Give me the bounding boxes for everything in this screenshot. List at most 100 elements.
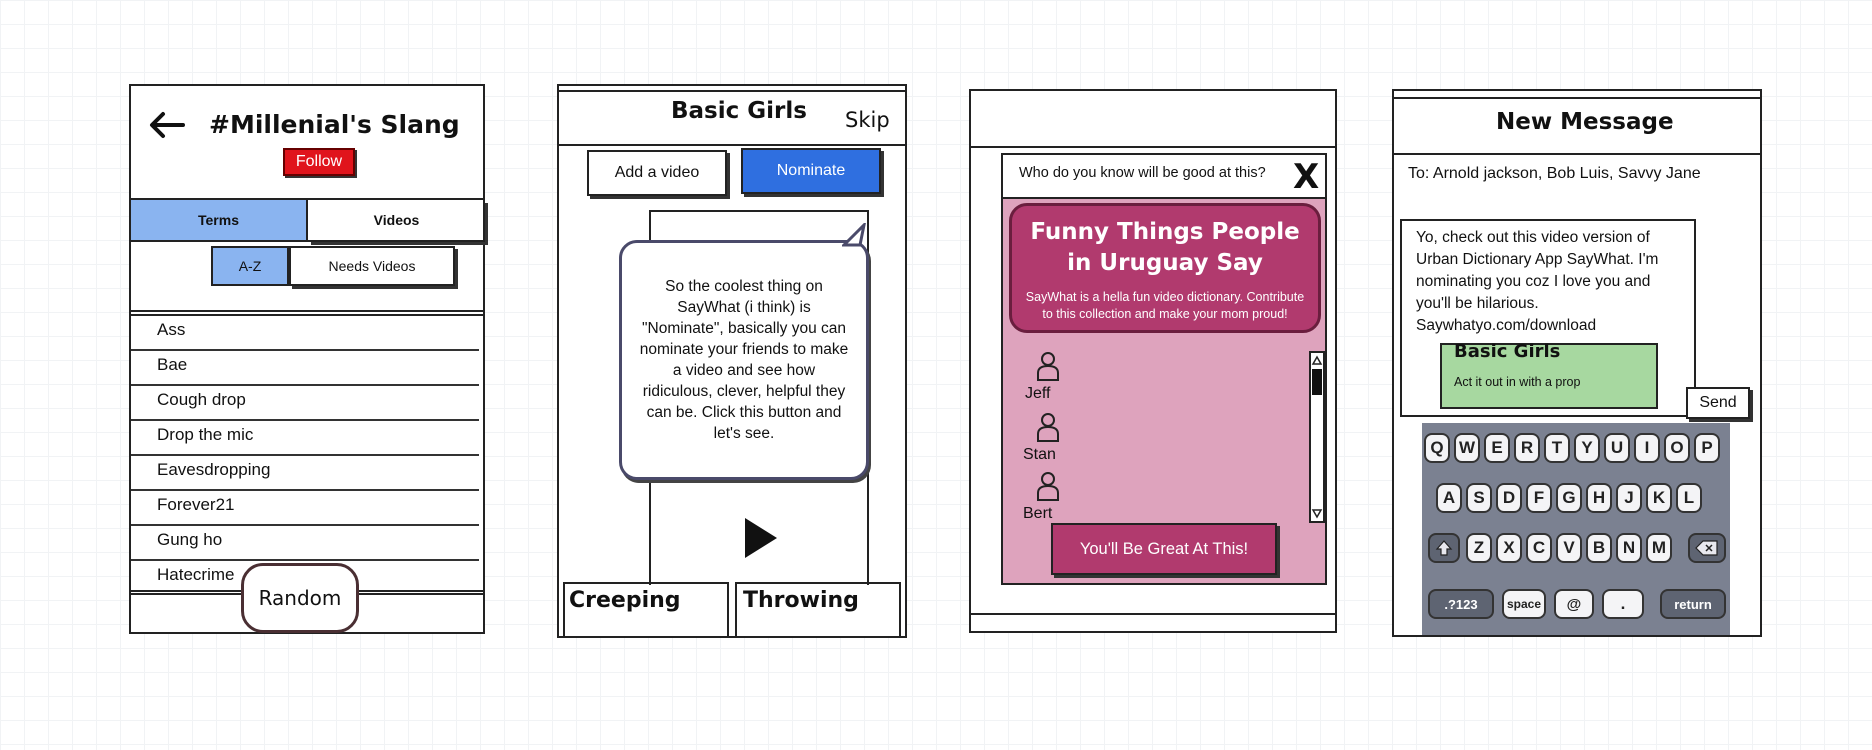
- key[interactable]: Z: [1466, 533, 1492, 563]
- skip-button[interactable]: Skip: [845, 108, 890, 132]
- return-key[interactable]: return: [1660, 589, 1726, 619]
- message-line: Yo, check out this video version of: [1416, 229, 1650, 246]
- dot-key[interactable]: .: [1602, 589, 1644, 619]
- list-item[interactable]: Bae: [131, 351, 479, 386]
- header-divider: [971, 146, 1335, 148]
- key[interactable]: E: [1484, 433, 1510, 463]
- send-button[interactable]: Send: [1686, 387, 1750, 419]
- subtab-a-z[interactable]: A-Z: [211, 246, 289, 286]
- message-line: Saywhatyo.com/download: [1416, 317, 1597, 334]
- add-video-button[interactable]: Add a video: [587, 150, 727, 196]
- key[interactable]: D: [1496, 483, 1522, 513]
- great-at-this-button[interactable]: You'll Be Great At This!: [1051, 523, 1277, 575]
- key[interactable]: V: [1556, 533, 1582, 563]
- attachment-card[interactable]: Basic Girls Act it out in with a prop: [1440, 341, 1658, 409]
- tab-videos[interactable]: Videos: [308, 200, 485, 242]
- key[interactable]: U: [1604, 433, 1630, 463]
- header: #Millenial's Slang Follow: [131, 86, 483, 200]
- page-title: Basic Girls: [671, 98, 807, 124]
- message-line: nominating you coz I love you and: [1416, 273, 1651, 290]
- random-button[interactable]: Random: [241, 563, 359, 633]
- key[interactable]: J: [1616, 483, 1642, 513]
- play-icon[interactable]: [743, 516, 779, 560]
- list-item[interactable]: Ass: [131, 316, 479, 351]
- page-title: New Message: [1496, 109, 1674, 135]
- key[interactable]: I: [1634, 433, 1660, 463]
- key[interactable]: H: [1586, 483, 1612, 513]
- person-icon: [1037, 413, 1059, 442]
- tooltip-bubble: So the coolest thing on SayWhat (i think…: [619, 220, 869, 480]
- message-body[interactable]: Yo, check out this video version of Urba…: [1400, 219, 1696, 417]
- space-key[interactable]: space: [1502, 589, 1546, 619]
- key[interactable]: B: [1586, 533, 1612, 563]
- collection-card: Funny Things People in Uruguay Say SayWh…: [1009, 203, 1321, 333]
- key[interactable]: L: [1676, 483, 1702, 513]
- scroll-down-icon[interactable]: [1311, 507, 1323, 519]
- key[interactable]: O: [1664, 433, 1690, 463]
- tab-terms[interactable]: Terms: [131, 200, 308, 242]
- to-field[interactable]: To: Arnold jackson, Bob Luis, Savvy Jane: [1408, 165, 1701, 182]
- scrollbar[interactable]: [1309, 351, 1325, 523]
- key[interactable]: T: [1544, 433, 1570, 463]
- key[interactable]: Y: [1574, 433, 1600, 463]
- message-line: you'll be hilarious.: [1416, 295, 1539, 312]
- key[interactable]: W: [1454, 433, 1480, 463]
- nominate-button[interactable]: Nominate: [741, 148, 881, 194]
- tooltip-tail-icon: [840, 220, 867, 247]
- numbers-key[interactable]: .?123: [1428, 589, 1494, 619]
- dialog-question: Who do you know will be good at this?: [1019, 165, 1266, 181]
- divider: [131, 310, 483, 312]
- key[interactable]: S: [1466, 483, 1492, 513]
- key[interactable]: N: [1616, 533, 1642, 563]
- backspace-key-icon[interactable]: [1688, 533, 1726, 563]
- contact-name: Stan: [1023, 446, 1056, 463]
- list-item[interactable]: Gung ho: [131, 526, 479, 561]
- key[interactable]: X: [1496, 533, 1522, 563]
- key[interactable]: Q: [1424, 433, 1450, 463]
- contact-name: Bert: [1023, 505, 1053, 522]
- follow-button[interactable]: Follow: [283, 148, 355, 176]
- footer-divider: [971, 613, 1335, 615]
- card-title: Funny Things People in Uruguay Say: [1030, 219, 1300, 276]
- list-item[interactable]: Drop the mic: [131, 421, 479, 456]
- list-item[interactable]: Hatecrime: [157, 565, 235, 584]
- scroll-thumb[interactable]: [1312, 369, 1322, 395]
- key[interactable]: G: [1556, 483, 1582, 513]
- contact-item[interactable]: Bert: [1023, 471, 1073, 527]
- card-text: SayWhat is a hella fun video dictionary.…: [1025, 290, 1305, 321]
- key[interactable]: C: [1526, 533, 1552, 563]
- list-item[interactable]: Forever21: [131, 491, 479, 526]
- at-key[interactable]: @: [1554, 589, 1594, 619]
- key[interactable]: M: [1646, 533, 1672, 563]
- page-title: #Millenial's Slang: [209, 110, 460, 139]
- shift-key-icon[interactable]: [1428, 533, 1460, 563]
- contact-name: Jeff: [1025, 385, 1051, 402]
- person-icon: [1037, 472, 1059, 501]
- subtab-needs-videos[interactable]: Needs Videos: [289, 246, 455, 286]
- screen-millennial-slang: #Millenial's Slang Follow Terms Videos A…: [129, 84, 485, 634]
- close-icon[interactable]: X: [1293, 157, 1320, 197]
- contact-item[interactable]: Jeff: [1023, 351, 1073, 407]
- attachment-subtitle: Act it out in with a prop: [1454, 375, 1581, 389]
- scroll-up-icon[interactable]: [1311, 353, 1323, 365]
- key[interactable]: A: [1436, 483, 1462, 513]
- key[interactable]: P: [1694, 433, 1720, 463]
- attachment-title: Basic Girls: [1454, 341, 1561, 362]
- contact-item[interactable]: Stan: [1023, 412, 1073, 468]
- list-item[interactable]: Cough drop: [131, 386, 479, 421]
- message-line: Urban Dictionary App SayWhat. I'm: [1416, 251, 1659, 268]
- header: New Message: [1394, 97, 1760, 155]
- screen-basic-girls: Basic Girls Skip Add a video Nominate So…: [557, 84, 907, 638]
- tab-throwing[interactable]: Throwing: [735, 582, 901, 638]
- dialog-header: Who do you know will be good at this? X: [1003, 155, 1325, 199]
- key[interactable]: R: [1514, 433, 1540, 463]
- tab-creeping[interactable]: Creeping: [563, 582, 729, 638]
- back-arrow-icon[interactable]: [147, 110, 187, 140]
- key[interactable]: K: [1646, 483, 1672, 513]
- key[interactable]: F: [1526, 483, 1552, 513]
- screen-nominate-dialog: Who do you know will be good at this? X …: [969, 89, 1337, 633]
- header: Basic Girls Skip: [559, 90, 905, 146]
- list-item[interactable]: Eavesdropping: [131, 456, 479, 491]
- person-icon: [1037, 352, 1059, 381]
- nominate-dialog: Who do you know will be good at this? X …: [1001, 153, 1327, 585]
